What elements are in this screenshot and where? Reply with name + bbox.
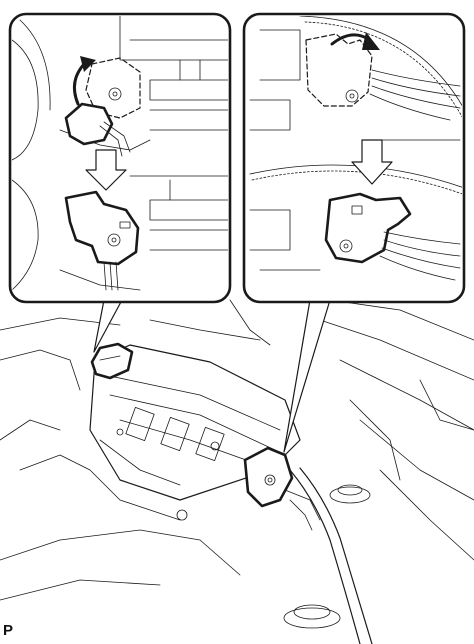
- curved-arrow-icon: [362, 32, 380, 50]
- right-detail-panel: [242, 12, 466, 304]
- main-assembly-drawing: [0, 299, 474, 644]
- figure-corner-label: P: [3, 622, 14, 639]
- down-arrow-icon: [85, 149, 127, 191]
- down-arrow-icon: [351, 139, 393, 185]
- left-detail-panel: [8, 12, 232, 304]
- curved-arrow-icon: [80, 56, 96, 72]
